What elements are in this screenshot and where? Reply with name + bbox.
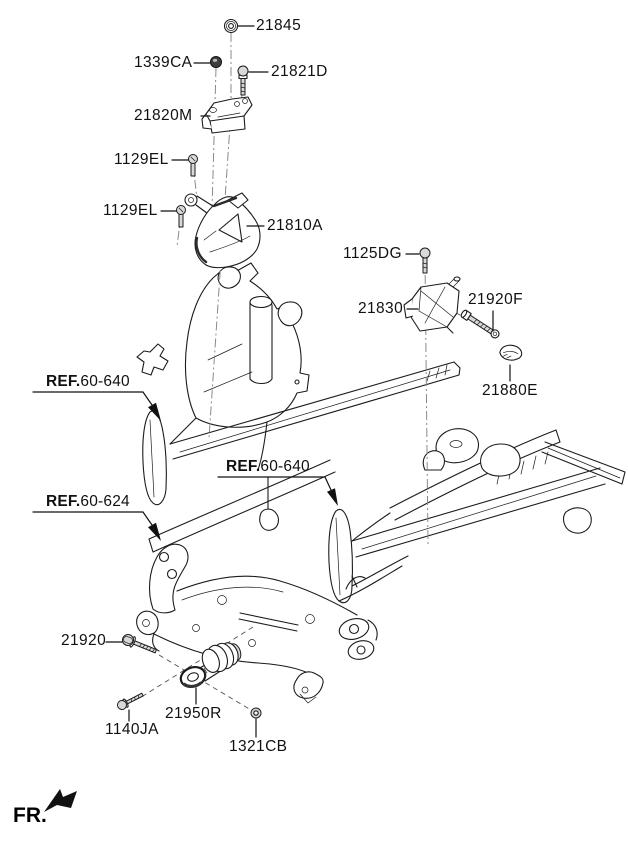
ref-number: 60-640 — [80, 373, 130, 390]
ref-label-crossmember: REF.60-624 — [46, 494, 130, 510]
part-label-21810A: 21810A — [267, 217, 323, 234]
fr-direction-label: FR. — [13, 804, 47, 827]
part-label-1321CB: 1321CB — [229, 738, 288, 755]
part-label-21820M: 21820M — [134, 107, 193, 124]
part-label-1125DG: 1125DG — [343, 245, 402, 262]
nut-1339CA — [210, 56, 222, 68]
nut-1321CB — [250, 707, 262, 719]
part-label-21830: 21830 — [358, 300, 404, 317]
bolt-1129EL-lower — [176, 205, 186, 228]
part-label-1140JA: 1140JA — [105, 721, 159, 738]
ref-label-side-member-right: REF.60-640 — [226, 459, 310, 475]
crossmember-drawing — [136, 543, 378, 704]
part-label-21845: 21845 — [256, 17, 302, 34]
ref-prefix: REF. — [46, 493, 81, 510]
bolt-1125DG — [419, 247, 431, 274]
ref-number: 60-624 — [80, 493, 130, 510]
part-label-21920: 21920 — [61, 632, 107, 649]
ref-prefix: REF. — [226, 458, 261, 475]
part-label-21880E: 21880E — [482, 382, 538, 399]
bolt-21920 — [122, 634, 157, 654]
bolt-21821D — [237, 65, 249, 96]
part-label-21821D: 21821D — [271, 63, 328, 80]
bracket-21820M — [201, 96, 253, 134]
bolt-1140JA — [117, 692, 144, 710]
side-member-right-drawing — [328, 428, 626, 604]
ref-number: 60-640 — [260, 458, 310, 475]
fr-direction-arrow-icon — [44, 789, 77, 812]
ref-leader-right-640 — [217, 476, 338, 506]
part-label-21950R: 21950R — [165, 705, 222, 722]
bolt-1129EL-upper — [188, 154, 198, 177]
bolt-21920F — [460, 309, 500, 339]
transmission-mount-21830 — [403, 276, 461, 334]
ref-leader-left-640 — [32, 391, 161, 421]
part-label-21920F: 21920F — [468, 291, 523, 308]
part-label-1339CA: 1339CA — [134, 54, 193, 71]
engine-mount-bracket-21810A — [184, 192, 261, 269]
callout-leader-lines — [105, 25, 511, 738]
part-label-1129EL-upper: 1129EL — [114, 151, 169, 168]
side-member-left-drawing — [136, 262, 461, 553]
ref-leader-624 — [32, 511, 161, 541]
ref-prefix: REF. — [46, 373, 81, 390]
roll-rod-mount-21950R — [179, 642, 242, 688]
ref-label-side-member-left: REF.60-640 — [46, 374, 130, 390]
part-label-1129EL-lower: 1129EL — [103, 202, 158, 219]
damper-21880E — [499, 344, 523, 361]
nut-21845 — [223, 18, 239, 34]
